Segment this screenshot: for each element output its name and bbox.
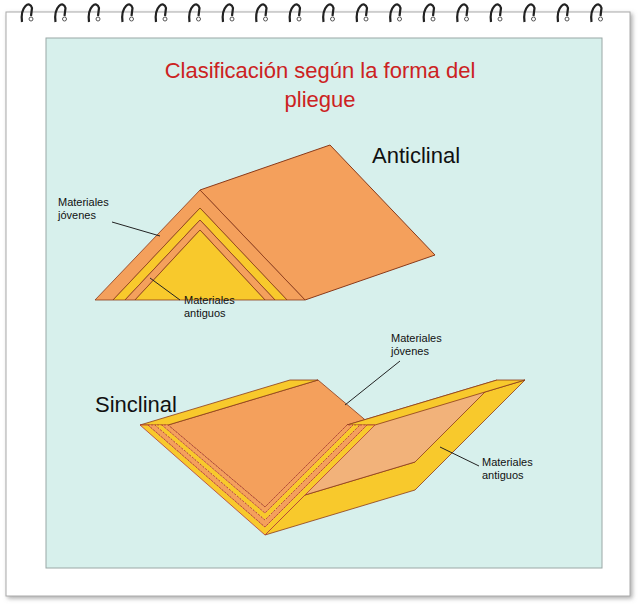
- ring-hole: [364, 17, 368, 21]
- ring-hole: [230, 17, 234, 21]
- spiral-ring: [223, 4, 233, 22]
- spiral-ring: [89, 4, 99, 22]
- ring-hole: [264, 17, 268, 21]
- anticline-figure: [95, 145, 435, 300]
- spiral-ring: [424, 4, 434, 22]
- ring-hole: [297, 17, 301, 21]
- panel: [46, 38, 602, 568]
- rock-layer: [95, 190, 305, 300]
- spiral-ring: [491, 4, 501, 22]
- spiral-ring: [524, 4, 534, 22]
- spiral-ring: [591, 4, 601, 22]
- syncline-figure: [140, 380, 525, 535]
- material-label: Materiales jóvenes: [391, 332, 455, 358]
- spiral-ring: [390, 4, 400, 22]
- leader-line: [440, 447, 479, 466]
- ring-hole: [565, 17, 569, 21]
- ring-hole: [532, 17, 536, 21]
- ring-hole: [96, 17, 100, 21]
- fold-name: Anticlinal: [372, 143, 522, 169]
- ring-hole: [63, 17, 67, 21]
- leader-lines: [112, 222, 479, 466]
- spiral-ring: [122, 4, 132, 22]
- rock-layer: [113, 208, 287, 300]
- spiral-ring: [256, 4, 266, 22]
- ring-hole: [130, 17, 134, 21]
- fold-name: Sinclinal: [95, 392, 235, 418]
- leader-line: [112, 222, 160, 236]
- ring-hole: [465, 17, 469, 21]
- spiral-ring: [22, 4, 32, 22]
- spiral-ring: [457, 4, 467, 22]
- spiral-ring: [558, 4, 568, 22]
- material-label: Materiales jóvenes: [58, 196, 122, 222]
- spiral-ring: [323, 4, 333, 22]
- leader-line: [345, 361, 400, 405]
- ring-hole: [29, 17, 33, 21]
- title: Clasificación según la forma del pliegue: [155, 56, 485, 114]
- top-edge: [347, 380, 525, 425]
- ring-hole: [498, 17, 502, 21]
- spiral-ring: [189, 4, 199, 22]
- spiral-ring: [290, 4, 300, 22]
- ring-hole: [431, 17, 435, 21]
- spiral-ring: [55, 4, 65, 22]
- ring-hole: [599, 17, 603, 21]
- spiral-rings: [22, 4, 603, 22]
- rock-layer: [155, 425, 360, 520]
- ring-hole: [398, 17, 402, 21]
- material-label: Materiales antiguos: [482, 456, 546, 482]
- spiral-ring: [156, 4, 166, 22]
- ring-hole: [197, 17, 201, 21]
- ring-hole: [331, 17, 335, 21]
- rock-layer: [162, 425, 353, 513]
- ring-hole: [163, 17, 167, 21]
- rock-core: [135, 230, 265, 300]
- notebook-page: [6, 12, 630, 596]
- spiral-ring: [357, 4, 367, 22]
- leader-line: [150, 278, 180, 300]
- material-label: Materiales antiguos: [184, 294, 248, 320]
- rock-layer: [148, 425, 367, 527]
- rock-layer: [140, 425, 375, 535]
